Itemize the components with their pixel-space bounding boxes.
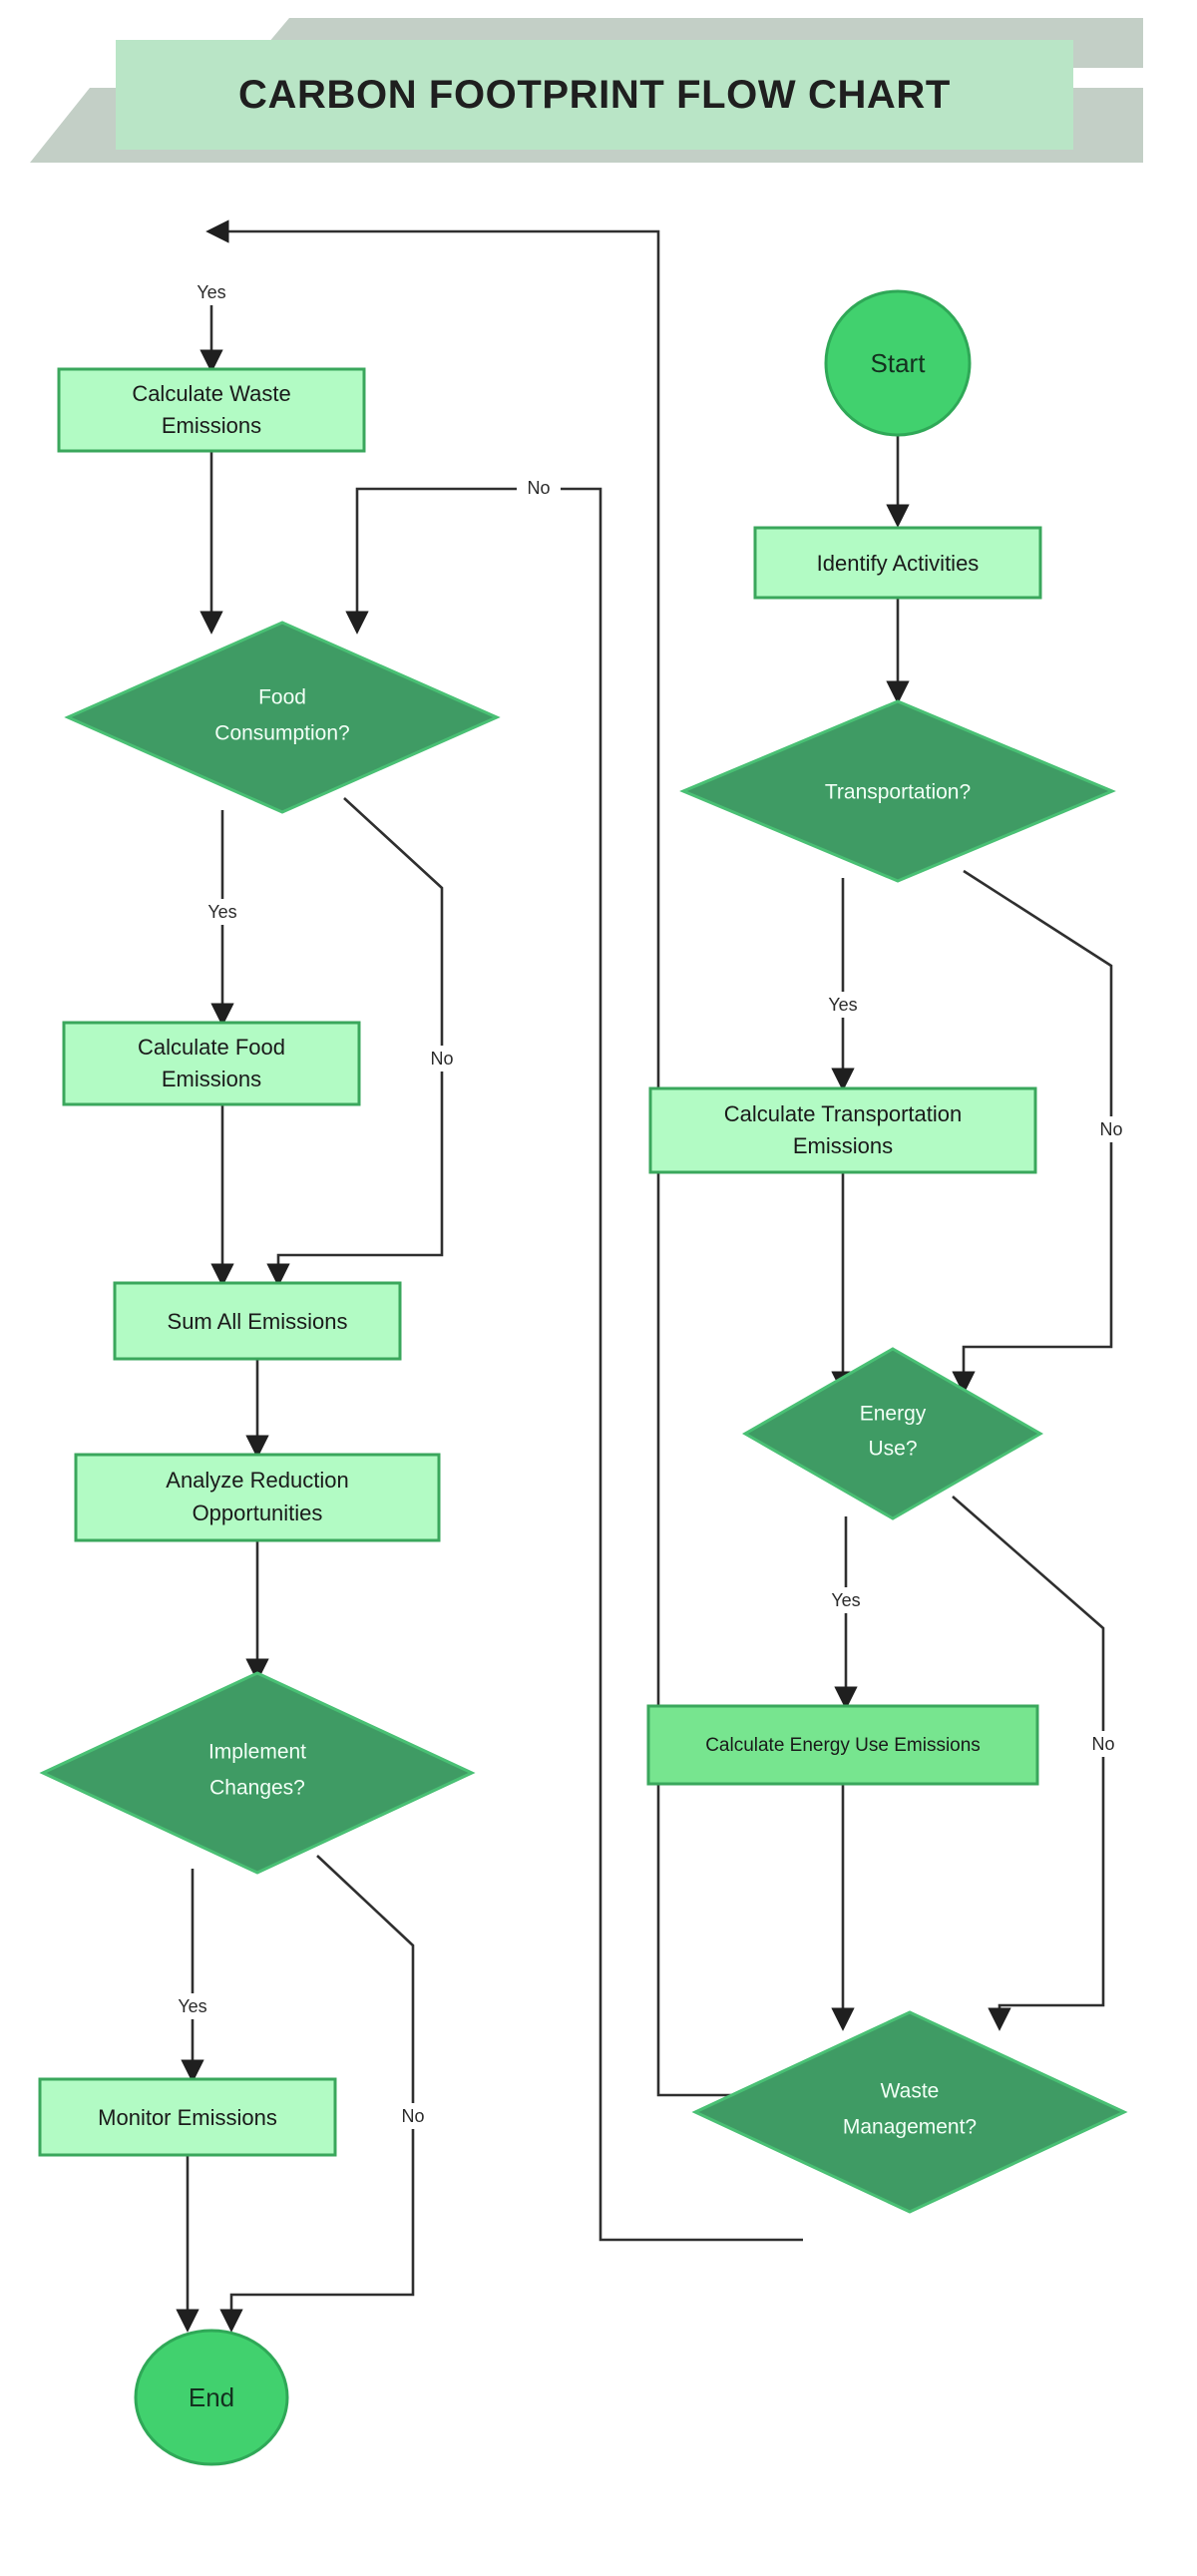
node-energy-use-decision-line1: Energy <box>860 1403 927 1426</box>
node-start[interactable]: Start <box>824 289 972 437</box>
svg-text:Yes: Yes <box>207 902 236 922</box>
edge-label-implement-yes: Yes <box>167 1993 218 2019</box>
edge-label-transport-yes: Yes <box>817 992 869 1018</box>
node-layer: Start Identify Activities Transportation… <box>38 289 1128 2466</box>
node-sum-all-emissions-label: Sum All Emissions <box>168 1309 348 1334</box>
edge-label-energy-no: No <box>1081 1731 1125 1757</box>
svg-text:Yes: Yes <box>178 1996 206 2016</box>
node-transportation-decision[interactable]: Transportation? <box>679 699 1116 883</box>
edge-label-implement-no: No <box>391 2103 435 2129</box>
node-energy-use-decision-line2: Use? <box>868 1438 917 1461</box>
edge-label-energy-yes: Yes <box>820 1587 872 1613</box>
edge-waste-no <box>345 487 803 2242</box>
node-sum-all-emissions[interactable]: Sum All Emissions <box>113 1281 402 1361</box>
node-implement-changes-decision-line2: Changes? <box>209 1777 305 1800</box>
node-waste-management-decision[interactable]: Waste Management? <box>691 2010 1128 2214</box>
node-calculate-energy-use-emissions[interactable]: Calculate Energy Use Emissions <box>646 1704 1039 1786</box>
edge-implement-no <box>219 1855 415 2333</box>
svg-text:Yes: Yes <box>197 282 225 302</box>
node-calculate-waste-emissions-line1: Calculate Waste <box>132 381 290 406</box>
svg-text:No: No <box>527 478 550 498</box>
svg-text:No: No <box>1099 1119 1122 1139</box>
node-calculate-food-emissions-line1: Calculate Food <box>138 1035 285 1060</box>
edge-label-food-yes: Yes <box>197 899 248 925</box>
node-analyze-reduction-opportunities[interactable]: Analyze Reduction Opportunities <box>74 1453 441 1542</box>
node-calculate-transportation-emissions-line1: Calculate Transportation <box>724 1101 962 1126</box>
svg-text:No: No <box>430 1049 453 1069</box>
node-analyze-reduction-opportunities-line2: Opportunities <box>193 1501 323 1525</box>
node-end[interactable]: End <box>134 2329 289 2466</box>
node-calculate-waste-emissions[interactable]: Calculate Waste Emissions <box>57 367 366 453</box>
edge-label-food-no-in: No <box>517 476 561 502</box>
node-implement-changes-decision[interactable]: Implement Changes? <box>39 1671 476 1875</box>
svg-text:No: No <box>1091 1734 1114 1754</box>
svg-text:Yes: Yes <box>831 1590 860 1610</box>
node-monitor-emissions[interactable]: Monitor Emissions <box>38 2077 337 2157</box>
node-waste-management-decision-line2: Management? <box>843 2116 977 2139</box>
node-calculate-waste-emissions-line2: Emissions <box>162 413 261 438</box>
node-calculate-food-emissions-line2: Emissions <box>162 1067 261 1091</box>
node-monitor-emissions-label: Monitor Emissions <box>98 2105 277 2130</box>
title-banner: CARBON FOOTPRINT FLOW CHART <box>0 0 1197 175</box>
svg-text:Yes: Yes <box>828 995 857 1015</box>
node-food-consumption-decision-line1: Food <box>258 686 306 709</box>
node-calculate-transportation-emissions-line2: Emissions <box>793 1133 893 1158</box>
node-waste-management-decision-line1: Waste <box>881 2080 940 2103</box>
node-food-consumption-decision[interactable]: Food Consumption? <box>64 621 501 814</box>
edge-food-no <box>266 797 444 1287</box>
edge-label-layer: Yes No Yes No Yes No <box>167 279 1133 2129</box>
node-analyze-reduction-opportunities-line1: Analyze Reduction <box>166 1468 348 1493</box>
node-end-label: End <box>189 2382 234 2412</box>
node-energy-use-decision[interactable]: Energy Use? <box>741 1347 1044 1520</box>
node-calculate-transportation-emissions[interactable]: Calculate Transportation Emissions <box>648 1086 1037 1174</box>
node-start-label: Start <box>871 348 927 378</box>
edge-label-waste-yes-top: Yes <box>186 279 237 305</box>
node-identify-activities-label: Identify Activities <box>817 551 980 576</box>
node-calculate-energy-use-emissions-label: Calculate Energy Use Emissions <box>705 1735 981 1756</box>
node-calculate-food-emissions[interactable]: Calculate Food Emissions <box>62 1021 361 1106</box>
node-food-consumption-decision-line2: Consumption? <box>214 722 349 745</box>
edge-transport-no <box>952 869 1113 1395</box>
node-identify-activities[interactable]: Identify Activities <box>753 526 1042 600</box>
svg-text:No: No <box>401 2106 424 2126</box>
banner-plate: CARBON FOOTPRINT FLOW CHART <box>116 40 1073 150</box>
page-title: CARBON FOOTPRINT FLOW CHART <box>238 72 951 117</box>
node-implement-changes-decision-line1: Implement <box>208 1741 306 1764</box>
node-transportation-decision-label: Transportation? <box>825 781 971 804</box>
edge-label-transport-no: No <box>1089 1116 1133 1142</box>
edge-label-food-no-out: No <box>420 1046 464 1072</box>
edge-energy-no <box>952 1496 1105 2031</box>
